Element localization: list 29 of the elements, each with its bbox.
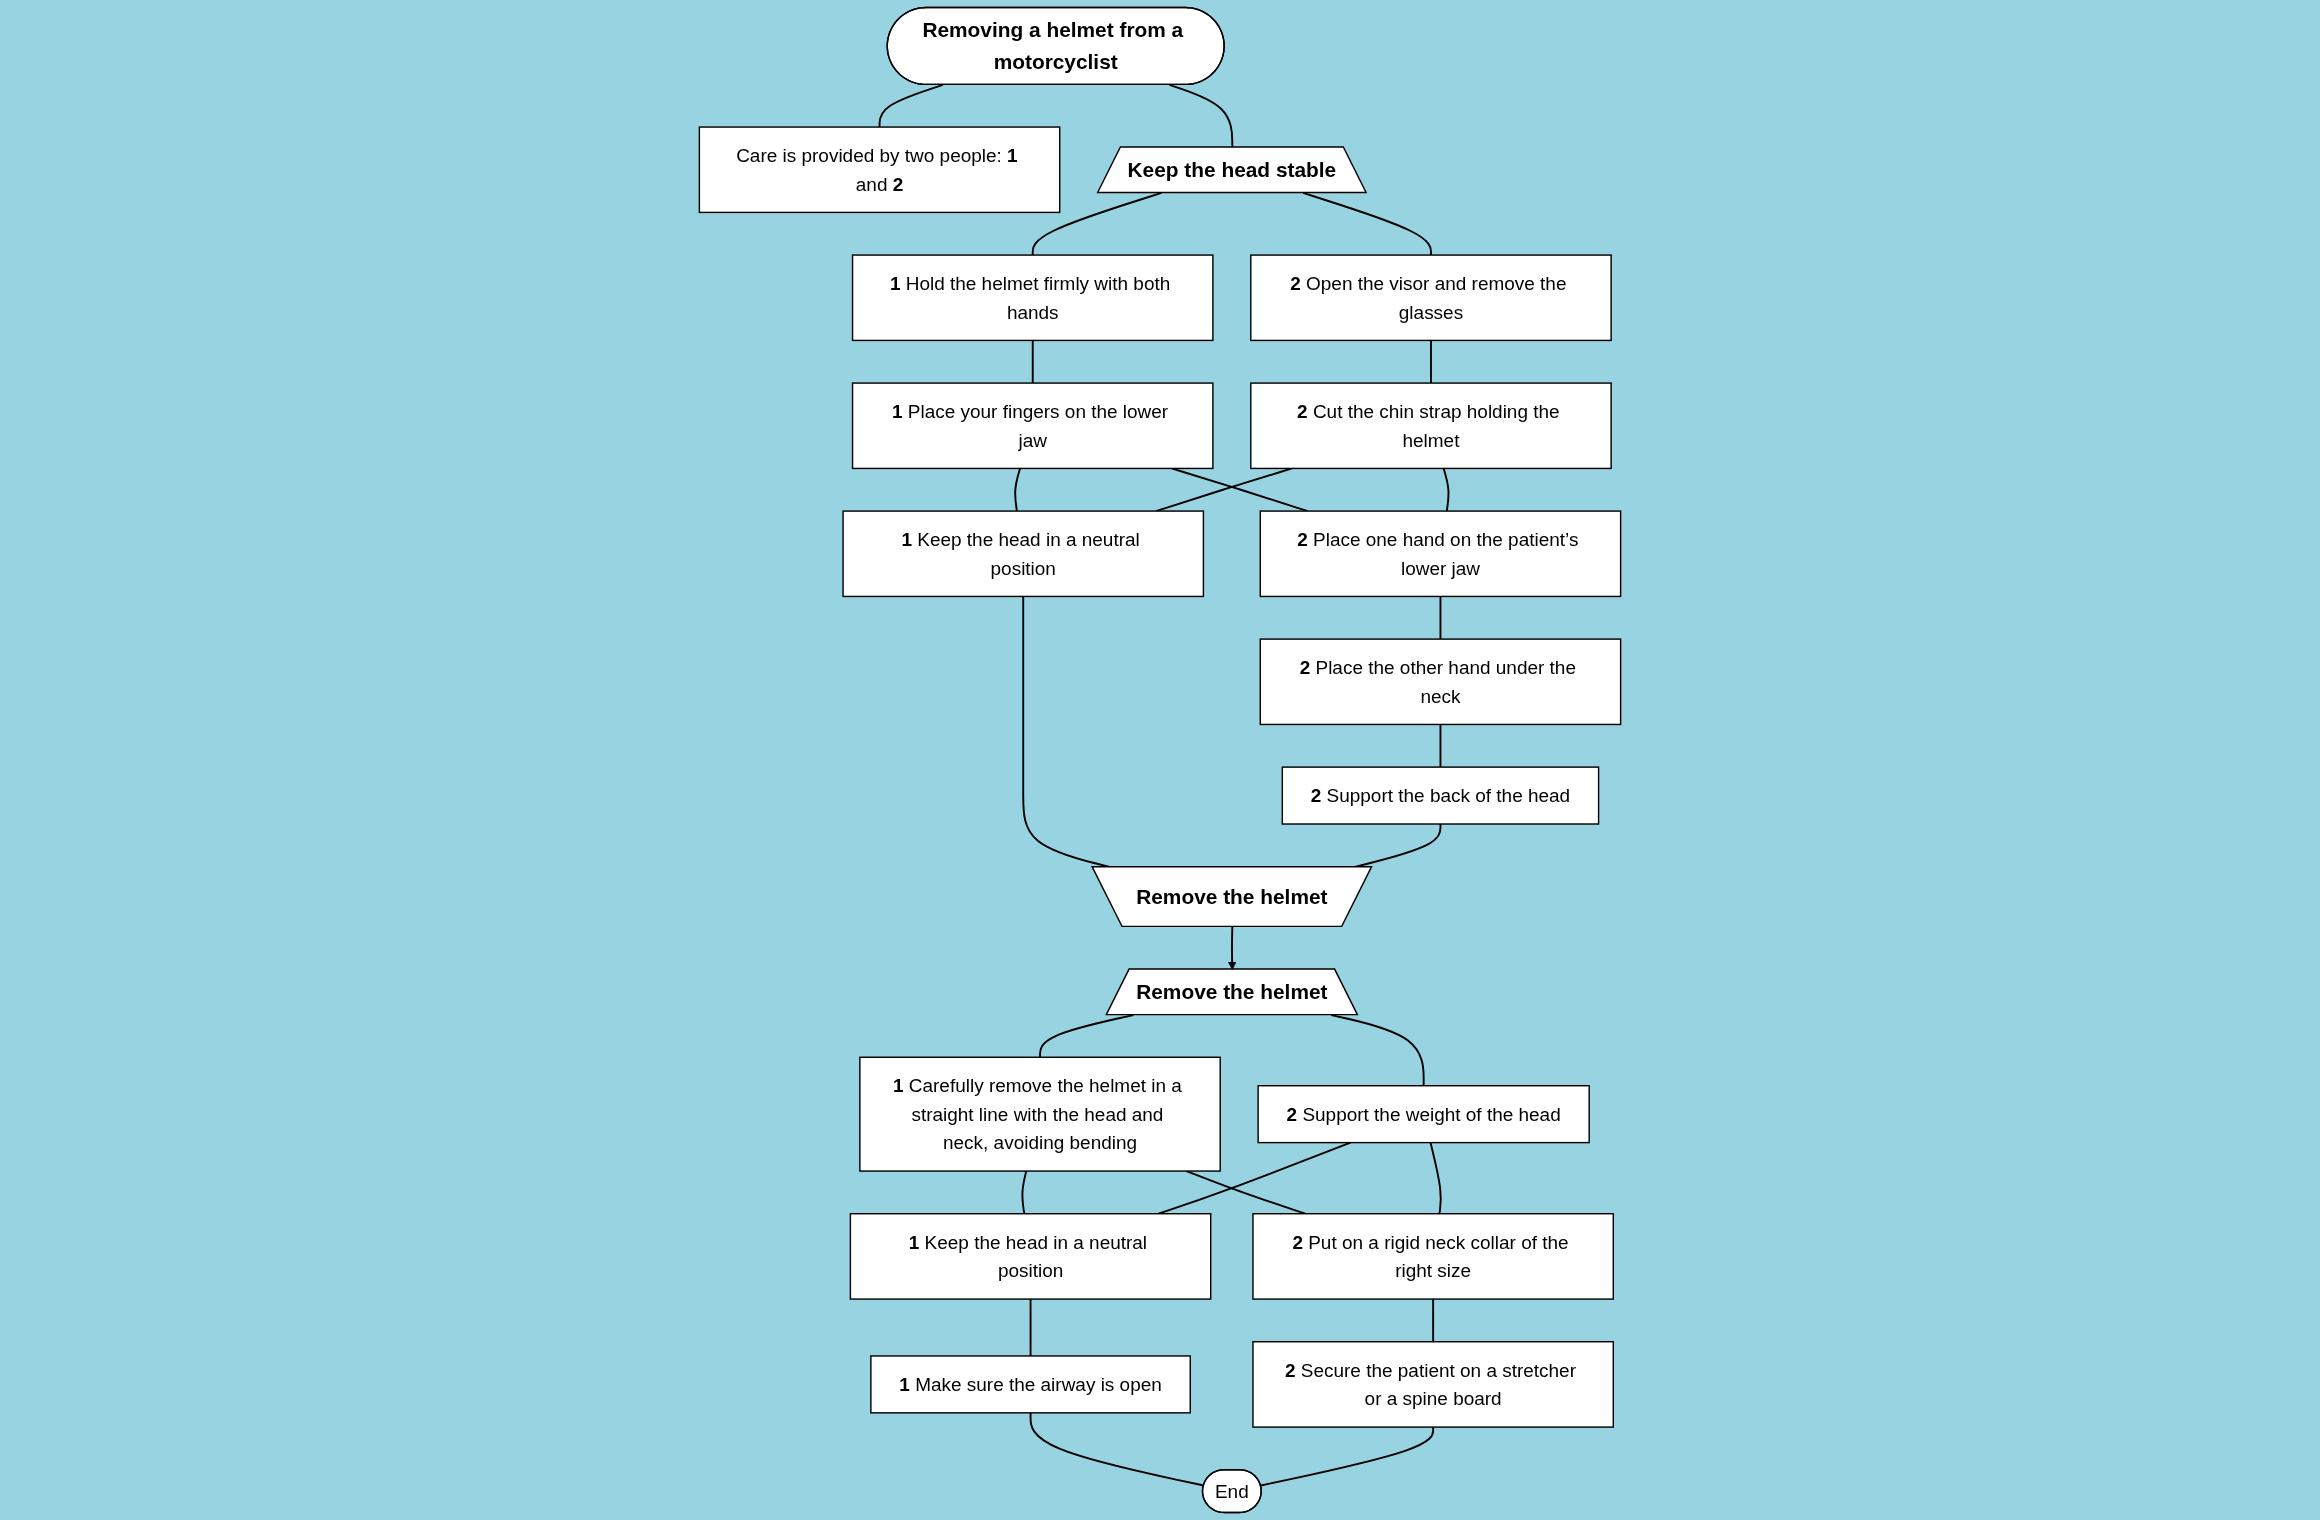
connector (1439, 595, 1442, 641)
node-box: 2 Open the visor and remove the glasses (1250, 254, 1612, 342)
connector (1429, 1141, 1442, 1215)
node-box: Care is provided by two people: 1 and 2 (698, 126, 1061, 214)
node-box: 1 Make sure the airway is open (870, 1355, 1191, 1414)
connector (1021, 1170, 1028, 1215)
connector (1259, 1426, 1435, 1487)
node-box: 2 Place one hand on the patient’s lower jaw (1259, 510, 1622, 598)
connector (878, 83, 944, 128)
node-box: 1 Carefully remove the helmet in a straight line with the head and neck, avoiding bending (859, 1056, 1221, 1172)
node-box: 1 Place your fingers on the lower jaw (851, 382, 1214, 470)
node-box: 2 Put on a rigid neck collar of the right size (1252, 1213, 1614, 1300)
connector (1029, 1298, 1032, 1357)
node-box: 1 Keep the head in a neutral position (849, 1213, 1212, 1300)
node-box: 1 Keep the head in a neutral position (842, 510, 1205, 598)
connector (1439, 723, 1442, 769)
connector (1031, 339, 1034, 385)
node-box: 2 Secure the patient on a stretcher or a spine board (1252, 1341, 1614, 1428)
node-box: 1 Hold the helmet firmly with both hands (851, 254, 1214, 342)
connector (1014, 467, 1022, 513)
connector (1155, 467, 1293, 513)
connector (1157, 1141, 1352, 1215)
node-box: 2 Support the back of the head (1281, 766, 1600, 825)
node-box: 2 Support the weight of the head (1257, 1085, 1590, 1144)
node-box: 2 Place the other hand under the neck (1259, 638, 1622, 726)
connector (1442, 467, 1450, 513)
connector (1432, 1298, 1435, 1343)
node-box: 2 Cut the chin strap holding the helmet (1250, 382, 1612, 470)
connector (1430, 339, 1432, 385)
